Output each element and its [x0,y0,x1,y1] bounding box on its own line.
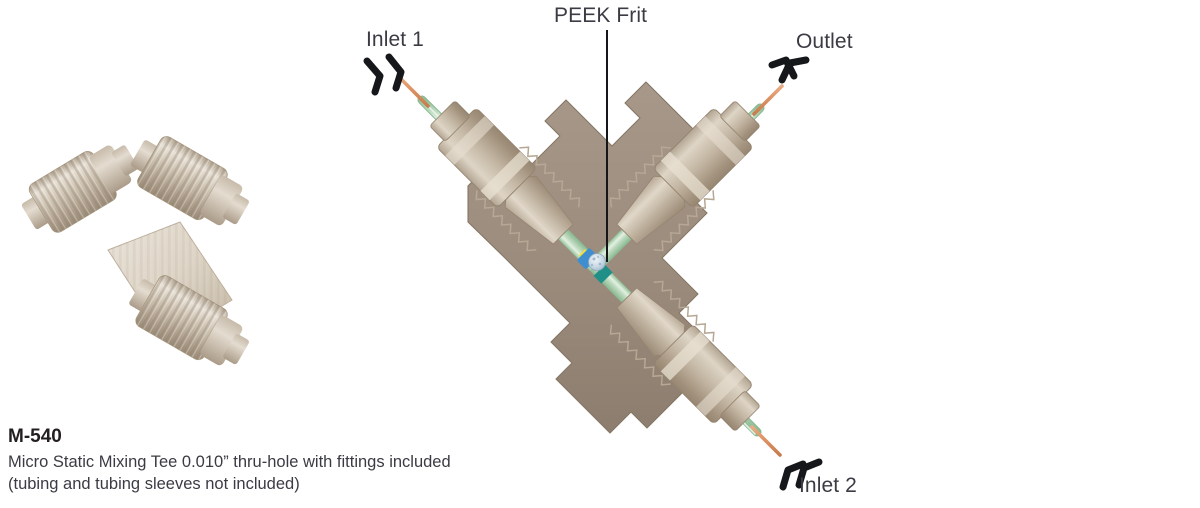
frit-speckle [592,257,596,261]
peek-frit-assembly [577,248,613,284]
label-outlet: Outlet [796,30,853,53]
frit-speckle [596,255,600,259]
frit-seal-teal [593,264,613,284]
frit-seal-blue [577,248,598,269]
capillary-tubing [752,84,784,116]
frit-speckle [590,263,594,267]
nut-band [660,331,710,381]
nut-band [660,151,710,201]
port-inlet-1 [430,101,600,271]
capillary-tubing [750,425,782,457]
label-peek-frit: PEEK Frit [554,4,648,27]
label-inlet-1: Inlet 1 [366,28,424,51]
photo-fitting-upper-right [130,136,249,226]
port-outlet [590,101,760,271]
peek-frit-disc [588,253,606,271]
port-thread [609,146,671,208]
inlet-1-flow-arrow [363,53,405,96]
port-thread [609,324,671,386]
port-thread [653,190,715,252]
photo-fitting-upper-left [21,145,138,233]
label-inlet-2: Inlet 2 [799,474,857,497]
nut-band [696,116,745,165]
nut-band [480,151,530,201]
port-thread [653,280,715,342]
product-photo-mixing-tee [21,136,249,366]
outlet-flow-arrow [768,56,810,84]
product-description: Micro Static Mixing Tee 0.010” thru-hole… [8,452,451,493]
photo-fitting-lower-right [129,275,249,366]
port-thread [475,190,537,252]
nut-tail [720,101,760,141]
product-caption: M-540 Micro Static Mixing Tee 0.010” thr… [8,425,478,495]
nut-tail [430,101,470,141]
capillary-tubing [396,74,430,108]
nut-band [696,367,745,416]
frit-speckle [598,262,602,266]
inlet-2-flow-arrow [779,458,823,491]
product-sku: M-540 [8,426,62,447]
port-thread [519,146,581,208]
nut-band [445,116,494,165]
nut-tail [720,391,760,431]
